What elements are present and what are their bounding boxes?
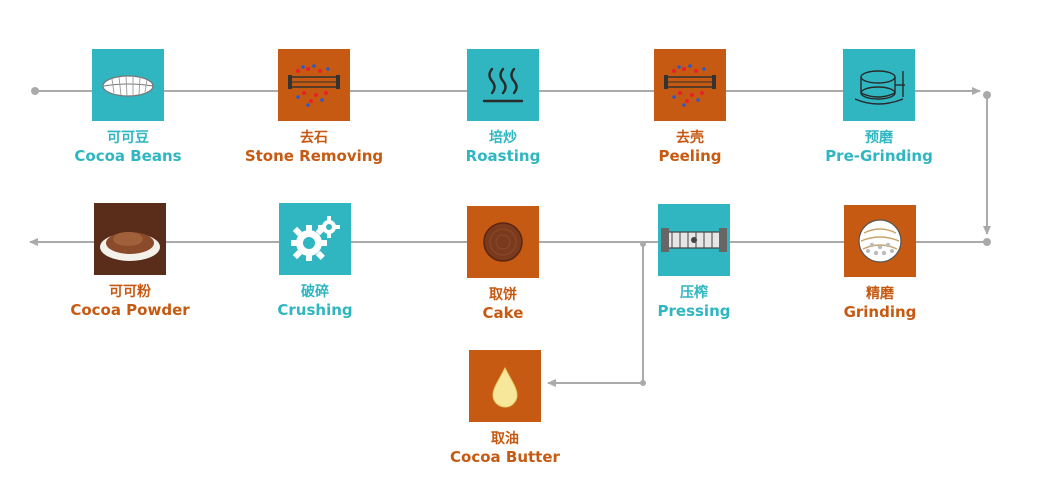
step-label-en: Cocoa Beans [74,147,182,165]
step-label-zh: 取饼 [489,287,517,303]
step-label-en: Pressing [657,302,731,320]
step-label-en: Pre-Grinding [825,147,933,165]
cocoa-powder-icon [94,203,166,275]
step-crushing: 破碎 Crushing [215,203,415,320]
step-cocoa-beans: 可可豆 Cocoa Beans [28,49,228,166]
step-label-en: Crushing [277,301,353,319]
step-label-zh: 培炒 [489,130,517,146]
step-pressing: 压榨 Pressing [594,204,794,321]
step-roasting: 培炒 Roasting [403,49,603,166]
corner-dot-top [983,91,991,99]
step-label-zh: 破碎 [301,284,329,300]
cocoa-bean-icon [92,49,164,121]
gears-icon [279,203,351,275]
step-label-en: Stone Removing [244,147,384,165]
step-cake: 取饼 Cake [403,206,603,323]
sieve-icon [654,49,726,121]
step-label-en: Cocoa Butter [450,448,560,466]
ball-mill-icon [844,205,916,277]
step-cocoa-powder: 可可粉 Cocoa Powder [30,203,230,320]
cocoa-cake-icon [467,206,539,278]
step-label-zh: 预磨 [865,130,893,146]
step-label-en: Cake [482,304,524,322]
step-peeling: 去壳 Peeling [590,49,790,166]
step-label-en: Roasting [465,147,541,165]
start-dot [31,87,39,95]
grinder-icon [843,49,915,121]
step-grinding: 精磨 Grinding [780,205,980,322]
step-label-zh: 压榨 [680,285,708,301]
sieve-icon [278,49,350,121]
heat-waves-icon [467,49,539,121]
branch-dot-bottom [640,380,646,386]
step-stone-removing: 去石 Stone Removing [214,49,414,166]
step-label-zh: 取油 [491,431,519,447]
step-label-zh: 去壳 [676,130,704,146]
step-label-zh: 精磨 [866,286,894,302]
step-label-en: Peeling [658,147,722,165]
step-cocoa-butter: 取油 Cocoa Butter [405,350,605,467]
corner-dot-bottom [983,238,991,246]
step-label-zh: 去石 [300,130,328,146]
step-label-en: Grinding [843,303,917,321]
step-label-zh: 可可粉 [109,284,151,300]
press-machine-icon [658,204,730,276]
oil-drop-icon [469,350,541,422]
step-label-en: Cocoa Powder [70,301,190,319]
step-pre-grinding: 预磨 Pre-Grinding [779,49,979,166]
step-label-zh: 可可豆 [107,130,149,146]
branch-dot-top [640,241,646,247]
